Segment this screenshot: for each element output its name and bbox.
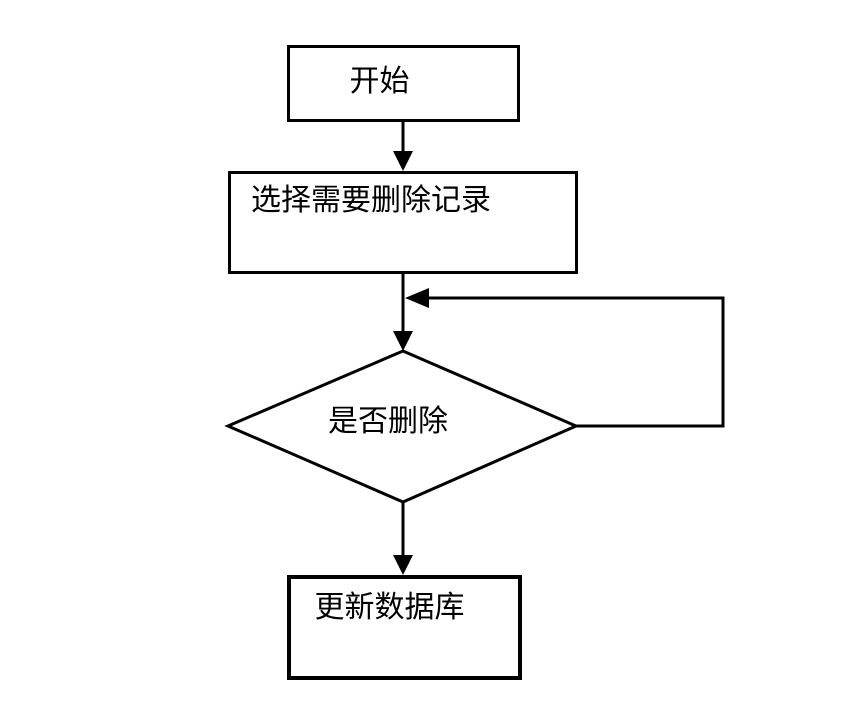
node-select-records-label: 选择需要删除记录 xyxy=(251,183,491,218)
node-decision-label: 是否删除 xyxy=(328,404,448,439)
node-start-label: 开始 xyxy=(349,64,410,99)
arrowhead-select-to-decision xyxy=(393,331,413,351)
arrowhead-decision-loop xyxy=(405,288,429,308)
node-update-database: 更新数据库 xyxy=(287,575,522,680)
edge-decision-loop xyxy=(428,296,725,428)
arrowhead-start-to-select xyxy=(393,151,413,171)
node-start: 开始 xyxy=(287,45,520,122)
arrowhead-decision-to-update xyxy=(393,555,413,575)
node-select-records: 选择需要删除记录 xyxy=(228,171,578,274)
node-update-database-label: 更新数据库 xyxy=(314,590,465,625)
